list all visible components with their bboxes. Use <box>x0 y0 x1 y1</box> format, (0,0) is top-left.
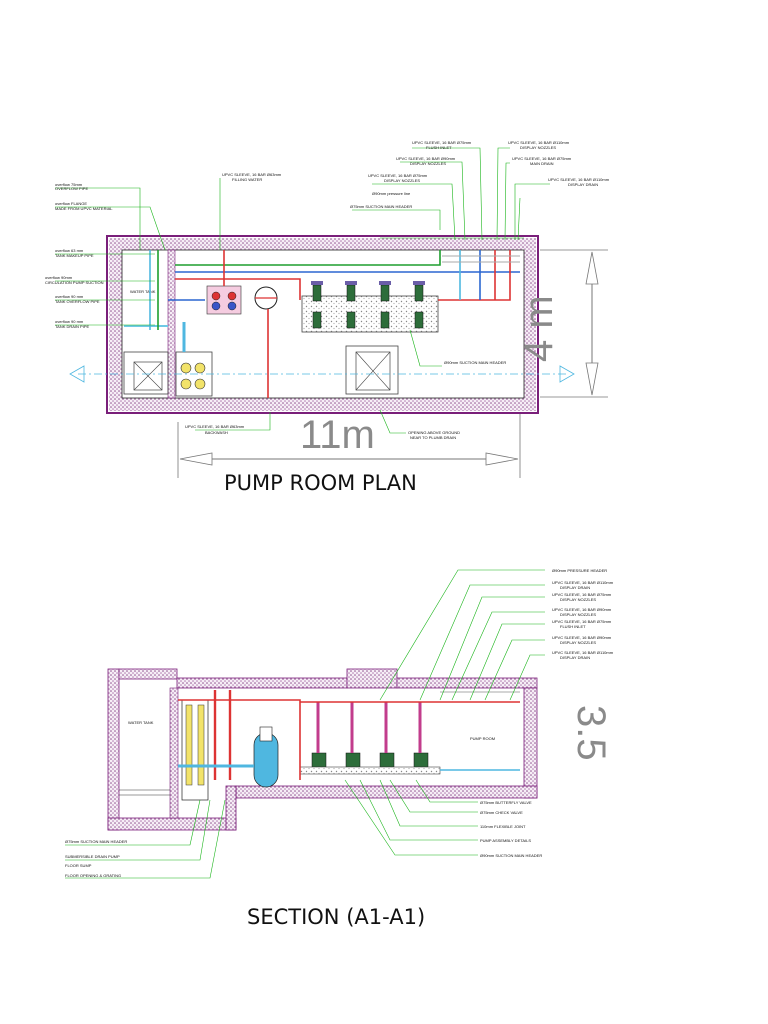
callout-tank-makeup: overflow 63 mm <box>55 248 84 253</box>
callout-submersible-pump: SUBMERSIBLE DRAIN PUMP <box>65 854 120 859</box>
plan-caption: PUMP ROOM PLAN <box>224 471 417 495</box>
callout-check-valve: Ø75mm CHECK VALVE <box>480 810 523 815</box>
plan-length-label: 11m <box>300 413 375 457</box>
callout-overflow-pipe: OVERFLOW PIPE <box>55 186 88 191</box>
plan-water-tank: WATER TANK <box>123 289 169 395</box>
callout-main-drain: MAIN DRAIN <box>530 161 554 166</box>
callout-tank-drain: overflow 90 mm <box>55 319 84 324</box>
section-callouts: Ø90mm PRESSURE HEADER UPVC SLEEVE, 16 BA… <box>65 568 614 878</box>
callout-suction-header-75: Ø75mm SUCTION MAIN HEADER <box>350 204 412 209</box>
plan-callouts: overflow 75mm OVERFLOW PIPE overflow FLA… <box>45 140 610 440</box>
section-height-dimension: 3.5 <box>569 705 613 761</box>
plan-width-dimension: 4 m <box>517 249 608 398</box>
callout-filling-sleeve: UPVC SLEEVE, 16 BAR Ø63mm <box>222 172 282 177</box>
callout-tank-makeup-pipe: TANK MAKEUP PIPE <box>55 253 94 258</box>
section-leader-lines <box>65 569 545 879</box>
callout-s-nozzle90b-sleeve: UPVC SLEEVE, 16 BAR Ø90mm <box>552 635 612 640</box>
plan-floor-sumps <box>175 345 399 397</box>
callout-backwash-sleeve: UPVC SLEEVE, 16 BAR Ø63mm <box>185 424 245 429</box>
section-caption: SECTION (A1-A1) <box>247 905 426 929</box>
callout-butterfly-valve: Ø75mm BUTTERFLY VALVE <box>480 800 532 805</box>
callout-flexible-joint: 110mm FLEXIBLE JOINT <box>480 824 526 829</box>
plan-piping <box>149 250 520 398</box>
section-piping <box>178 690 520 780</box>
section-pump-room-label: PUMP ROOM <box>470 736 495 741</box>
plan-width-label: 4 m <box>517 295 561 362</box>
plan-filter-units <box>206 285 278 315</box>
callout-pump-assembly: PUMP ASSEMBLY DETAILS <box>480 838 531 843</box>
section-room-labels: WATER TANK PUMP ROOM <box>128 720 495 741</box>
callout-s-drain-sleeve: UPVC SLEEVE, 16 BAR Ø110mm <box>552 580 614 585</box>
callout-tank-drain-pipe: TANK DRAIN PIPE <box>55 324 89 329</box>
callout-filling-water: FILLING WATER <box>232 177 262 182</box>
callout-s-nozzle90-sleeve: UPVC SLEEVE, 16 BAR Ø90mm <box>552 607 612 612</box>
callout-suction-header-90: Ø90mm SUCTION MAIN HEADER <box>444 360 506 365</box>
plan-water-tank-label: WATER TANK <box>130 289 156 294</box>
callout-flush-inlet-sleeve: UPVC SLEEVE, 16 BAR Ø75mm <box>412 140 472 145</box>
callout-nozzles-75-sleeve: UPVC SLEEVE, 16 BAR Ø75mm <box>368 173 428 178</box>
callout-main-drain-sleeve: UPVC SLEEVE, 16 BAR Ø75mm <box>512 156 572 161</box>
callout-tank-overflow-pipe: TANK OVERFLOW PIPE <box>55 299 100 304</box>
callout-floor-grating: FLOOR OPENING & GRATING <box>65 873 121 878</box>
callout-s-nozzle90: DISPLAY NOZZLES <box>560 612 596 617</box>
section-water-tank-label: WATER TANK <box>128 720 154 725</box>
callout-s-suction-75: Ø75mm SUCTION MAIN HEADER <box>65 839 127 844</box>
callout-s-display-drain: DISPLAY DRAIN <box>560 585 590 590</box>
callout-opening: OPENING ABOVE GROUND <box>408 430 460 435</box>
callout-floor-sump: FLOOR SUMP <box>65 863 92 868</box>
callout-s-suction-header: Ø90mm SUCTION MAIN HEADER <box>480 853 542 858</box>
callout-circulation-suction: CIRCULATION PUMP SUCTION <box>45 280 104 285</box>
callout-tank-overflow: overflow 90 mm <box>55 294 84 299</box>
section-height-label: 3.5 <box>569 705 613 761</box>
callout-s-drain110: DISPLAY DRAIN <box>560 655 590 660</box>
callout-flush-inlet: FLUSH INLET <box>426 145 452 150</box>
plan-length-dimension: 11m <box>177 413 521 478</box>
section-equipment <box>181 699 441 801</box>
callout-overflow-flange: overflow FLANGE <box>55 201 87 206</box>
callout-s-nozzle75: DISPLAY NOZZLES <box>560 597 596 602</box>
callout-display-drain-sleeve: UPVC SLEEVE, 16 BAR Ø110mm <box>548 177 610 182</box>
section-cut-line <box>69 365 575 383</box>
callout-nozzles-110-sleeve: UPVC SLEEVE, 16 BAR Ø110mm <box>508 140 570 145</box>
callout-s-drain110-sleeve: UPVC SLEEVE, 16 BAR Ø110mm <box>552 650 614 655</box>
callout-s-nozzle90b: DISPLAY NOZZLES <box>560 640 596 645</box>
callout-near-drain: NEAR TO PLUMB DRAIN <box>410 435 456 440</box>
callout-upvc-material: MADE FROM UPVC MATERIAL <box>55 206 113 211</box>
plan-walls <box>106 235 539 414</box>
plan-leader-lines <box>55 147 550 434</box>
plan-pump-bed <box>301 281 439 333</box>
callout-backwash: BACKWASH <box>205 430 228 435</box>
callout-nozzles-90: DISPLAY NOZZLES <box>410 161 446 166</box>
callout-circulation-90: overflow 90mm <box>45 275 73 280</box>
callout-overflow-75: overflow 75mm <box>55 182 83 187</box>
callout-s-flush-inlet: FLUSH INLET <box>560 624 586 629</box>
callout-pressure-header: Ø90mm PRESSURE HEADER <box>552 568 607 573</box>
callout-pressure-line: Ø90mm pressure line <box>372 191 411 196</box>
section-walls <box>107 668 538 831</box>
callout-nozzles-110: DISPLAY NOZZLES <box>520 145 556 150</box>
callout-s-flush-sleeve: UPVC SLEEVE, 16 BAR Ø75mm <box>552 619 612 624</box>
callout-display-drain: DISPLAY DRAIN <box>568 182 598 187</box>
callout-nozzles-75: DISPLAY NOZZLES <box>384 178 420 183</box>
callout-nozzles-90-sleeve: UPVC SLEEVE, 16 BAR Ø90mm <box>396 156 456 161</box>
callout-s-nozzle75-sleeve: UPVC SLEEVE, 16 BAR Ø75mm <box>552 592 612 597</box>
